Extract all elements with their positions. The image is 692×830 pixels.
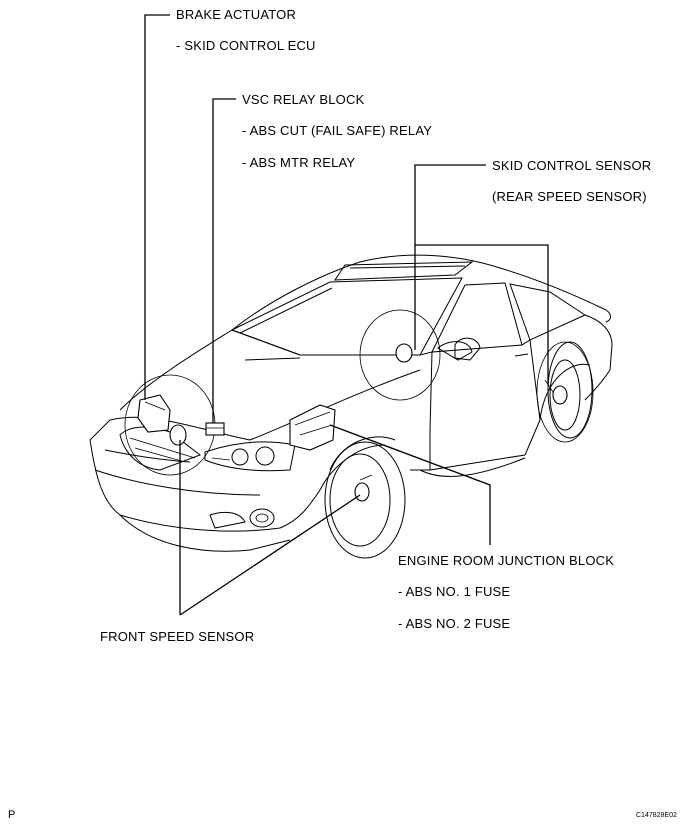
label-rear-speed-sensor: (REAR SPEED SENSOR) (492, 189, 647, 204)
leader-skid-control-sensor (414, 164, 549, 385)
label-abs-no2-fuse: - ABS NO. 2 FUSE (398, 616, 511, 631)
leader-front-speed-sensor (179, 440, 361, 616)
brake-actuator-part (137, 394, 171, 433)
label-vsc-relay-block: VSC RELAY BLOCK (242, 92, 365, 107)
leader-engine-room-junction-block (329, 424, 491, 545)
label-abs-cut-relay: - ABS CUT (FAIL SAFE) RELAY (242, 123, 433, 138)
label-abs-no1-fuse: - ABS NO. 1 FUSE (398, 584, 511, 599)
label-skid-control-sensor: SKID CONTROL SENSOR (492, 158, 652, 173)
figure-code: C147828E02 (636, 812, 677, 819)
page-marker: P (8, 809, 16, 821)
label-front-speed-sensor: FRONT SPEED SENSOR (100, 629, 255, 644)
label-abs-mtr-relay: - ABS MTR RELAY (242, 155, 356, 170)
engine-room-junction-block-part (289, 404, 336, 451)
leader-vsc-relay-block (212, 98, 236, 423)
rear-speed-sensor-part (395, 343, 568, 405)
car-body (89, 254, 613, 559)
label-skid-control-ecu: - SKID CONTROL ECU (176, 38, 316, 53)
label-engine-room-junction-block: ENGINE ROOM JUNCTION BLOCK (398, 553, 615, 568)
leader-brake-actuator (144, 14, 170, 400)
vsc-relay-block-part (205, 422, 225, 436)
label-brake-actuator: BRAKE ACTUATOR (176, 7, 297, 22)
